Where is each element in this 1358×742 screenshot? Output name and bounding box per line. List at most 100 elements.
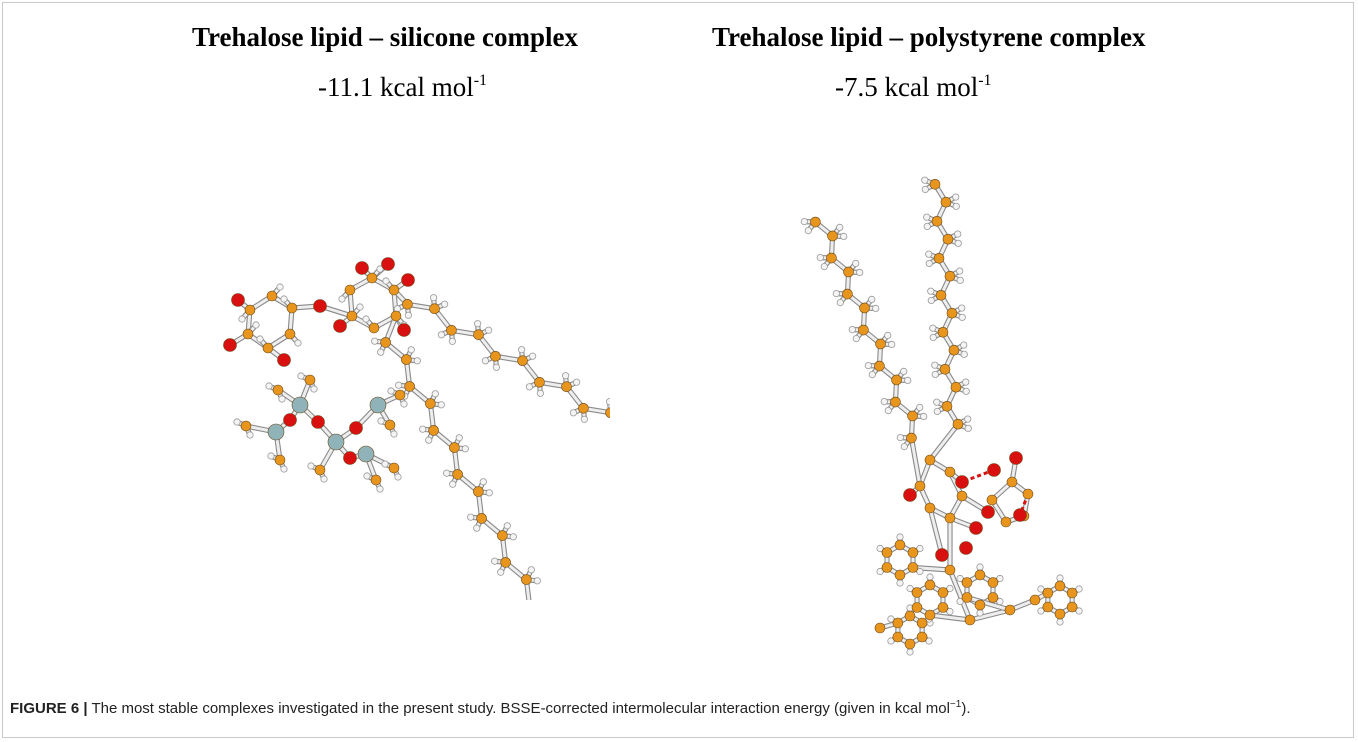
- hydrogen-atom: [371, 337, 379, 345]
- hydrogen-atom: [362, 315, 370, 323]
- hydrogen-atom: [573, 378, 581, 386]
- hydrogen-atom: [960, 341, 968, 349]
- hydrogen-atom: [280, 465, 288, 473]
- hydrogen-atom: [927, 296, 935, 305]
- hydrogen-atom: [430, 294, 438, 302]
- hydrogen-atom: [467, 513, 475, 521]
- oxygen-atom: [981, 505, 995, 519]
- carbon-atom: [1066, 587, 1078, 599]
- carbon-atom: [304, 374, 316, 386]
- bond-highlight: [965, 596, 1012, 612]
- bond-highlight: [928, 613, 972, 622]
- right-panel-title: Trehalose lipid – polystyrene complex: [712, 22, 1146, 52]
- bond-highlight: [909, 436, 922, 488]
- hydrogen-atom: [954, 239, 962, 247]
- hydrogen-atom: [900, 442, 908, 451]
- carbon-atom: [284, 328, 296, 340]
- hydrogen-atom: [246, 431, 254, 439]
- hydrogen-atom: [956, 574, 964, 583]
- carbon-atom: [858, 324, 869, 336]
- hydrogen-atom: [884, 406, 892, 415]
- hydrogen-atom: [958, 304, 966, 312]
- carbon-atom: [859, 302, 870, 314]
- carbon-atom: [961, 577, 973, 588]
- carbon-atom: [1066, 601, 1078, 613]
- carbon-atom: [1054, 608, 1066, 620]
- oxygen-atom: [381, 257, 395, 271]
- carbon-atom: [914, 480, 926, 492]
- oxygen-atom: [223, 338, 237, 352]
- carbon-atom: [344, 284, 356, 296]
- hydrogen-atom: [497, 568, 505, 576]
- carbon-atom: [1029, 594, 1041, 606]
- hydrogen-atom: [868, 295, 876, 304]
- hydrogen-atom: [400, 400, 408, 408]
- carbon-atom: [931, 215, 943, 227]
- caption-text: The most stable complexes investigated i…: [87, 700, 950, 717]
- left-panel-title: Trehalose lipid – silicone complex: [192, 22, 579, 52]
- carbon-atom: [956, 490, 968, 502]
- hydrogen-atom: [868, 370, 876, 379]
- carbon-atom: [384, 419, 396, 431]
- oxygen-atom: [397, 323, 411, 337]
- hydrogen-atom: [606, 398, 610, 406]
- silicon-atom: [327, 433, 345, 451]
- hydrogen-atom: [954, 230, 962, 238]
- hydrogen-atom: [473, 524, 481, 532]
- oxygen-atom: [355, 261, 369, 275]
- hydrogen-atom: [946, 607, 954, 616]
- hydrogen-atom: [294, 339, 302, 347]
- hydrogen-atom: [256, 335, 264, 343]
- carbon-atom: [974, 599, 986, 611]
- hydrogen-atom: [962, 378, 970, 386]
- carbon-atom: [368, 322, 380, 334]
- carbon-atom: [942, 233, 954, 245]
- carbon-atom: [946, 307, 958, 319]
- hydrogen-atom: [920, 412, 928, 421]
- hydrogen-atom: [562, 372, 570, 380]
- hydrogen-atom: [906, 584, 914, 593]
- hydrogen-atom: [533, 577, 541, 585]
- hydrogen-atom: [872, 304, 880, 313]
- hydrogen-atom: [956, 267, 964, 275]
- hydrogen-atom: [804, 226, 812, 235]
- carbon-atom: [987, 577, 999, 588]
- carbon-atom: [890, 396, 901, 408]
- hydrogen-atom: [820, 262, 828, 271]
- hydrogen-atom: [931, 370, 939, 379]
- left-energy-value: -11.1 kcal mol: [318, 72, 474, 102]
- hydrogen-atom: [906, 648, 914, 656]
- hydrogen-atom: [916, 544, 924, 553]
- carbon-atom: [425, 398, 436, 409]
- carbon-atom: [892, 617, 904, 629]
- hydrogen-atom: [929, 324, 937, 332]
- carbon-atom: [911, 587, 923, 598]
- carbon-atom: [605, 407, 610, 418]
- hydrogen-atom: [437, 401, 445, 409]
- hydrogen-atom: [536, 389, 544, 397]
- carbon-atom: [961, 592, 973, 603]
- hydrogen-atom: [923, 213, 931, 221]
- hydrogen-atom: [338, 295, 346, 303]
- hydrogen-atom: [437, 331, 445, 339]
- hydrogen-atom: [395, 381, 403, 389]
- hydrogen-atom: [280, 295, 288, 303]
- carbon-atom: [473, 329, 484, 340]
- hydrogen-atom: [816, 253, 824, 262]
- hydrogen-atom: [856, 268, 864, 277]
- hydrogen-atom: [800, 217, 808, 226]
- silicone-complex-molecule: [223, 257, 610, 600]
- oxygen-atom: [313, 299, 327, 313]
- carbon-atom: [944, 270, 956, 282]
- hydrogen-atom: [896, 433, 904, 442]
- carbon-atom: [1000, 516, 1012, 528]
- carbon-atom: [1054, 580, 1066, 592]
- hydrogen-atom: [382, 277, 390, 285]
- hydrogen-atom: [297, 372, 305, 380]
- hydrogen-atom: [276, 283, 284, 291]
- carbon-atom: [394, 389, 406, 401]
- hydrogen-atom: [956, 597, 964, 606]
- silicon-atom: [267, 423, 285, 441]
- bond-highlight: [911, 566, 952, 572]
- silicon-atom: [369, 396, 387, 414]
